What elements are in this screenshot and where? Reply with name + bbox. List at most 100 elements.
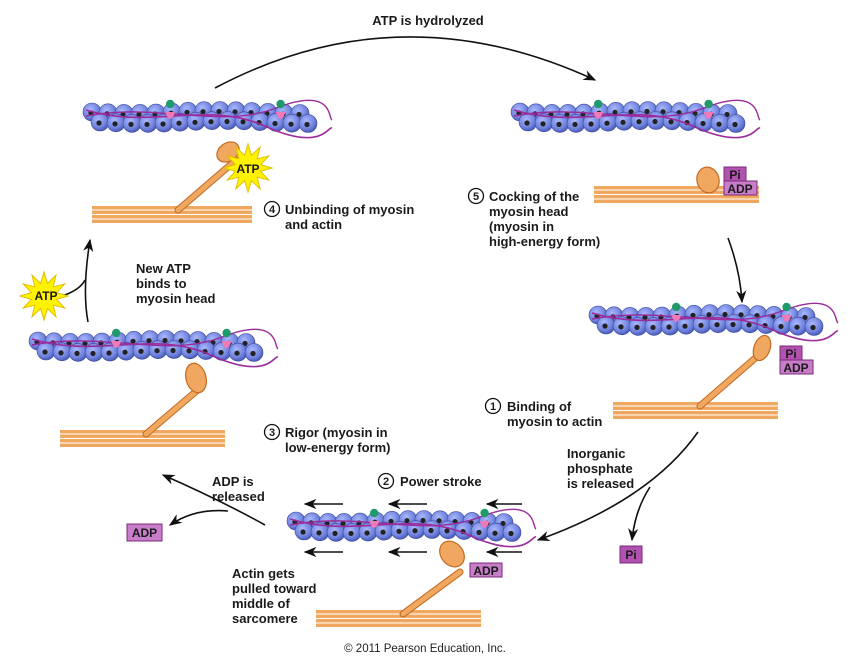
actin-filament-step4 [82,99,333,139]
thick-filament-strand [613,411,778,415]
arrow-pi-release [628,486,651,542]
thick-filament-strand [594,186,759,190]
svg-text:binds to: binds to [136,276,187,291]
actin-site [738,312,744,318]
svg-text:2: 2 [383,476,389,488]
svg-text:Cocking of the: Cocking of the [489,189,579,204]
actin-site [162,337,168,344]
svg-text:Actin gets: Actin gets [232,566,295,581]
actin-site [564,111,570,118]
step-2-label: 2 Power stroke [377,472,482,490]
thick-filament-strand [316,619,481,623]
actin-site [128,121,134,127]
actin-site [540,121,546,127]
svg-text:Unbinding of myosin: Unbinding of myosin [285,202,414,217]
actin-site [666,324,672,330]
actin-site [668,119,674,125]
actin-site [706,312,712,318]
pi-label: Pi [625,548,636,562]
atp-hydrolyzed-label: ATP is hydrolyzed [372,13,484,28]
actin-site [634,324,640,330]
svg-text:New ATP: New ATP [136,261,191,276]
actin-site [572,121,578,128]
actin-site [436,518,442,524]
tropomyosin-strand [289,518,537,548]
thick-filament-strand [60,430,225,434]
arrow-new-atp [61,279,86,297]
actin-site [364,530,370,536]
adp-label: ADP [473,564,498,578]
adp-label: ADP [132,526,157,540]
actin-pulled-label: Actin gets pulled toward middle of sarco… [232,566,317,626]
svg-text:is released: is released [567,476,634,491]
actin-site [612,109,618,115]
svg-text:Rigor (myosin in: Rigor (myosin in [285,425,388,440]
arrow-step3-to-step4 [83,238,94,323]
actin-site [250,350,256,357]
actin-site [296,111,302,118]
tropomyosin-strand [31,328,279,350]
actin-site [186,348,192,354]
atp-star-step4: ATP [222,142,274,194]
troponin-green-icon [480,508,489,518]
actin-site [778,323,784,330]
thick-filament-strand [613,406,778,410]
actin-site [810,324,816,331]
atp-label: ATP [34,289,57,303]
myosin-neck [400,569,463,617]
actin-site [144,121,150,128]
troponin-icon [275,112,286,119]
actin-site [154,348,160,354]
actin-site [348,530,354,537]
tropomyosin-strand [31,338,279,368]
troponin-green-icon [222,328,231,338]
myosin-neck [697,351,763,409]
actin-site [234,350,240,356]
arrow-step2-to-step3 [161,474,266,526]
atp-label: ATP [236,162,259,176]
actin-site [176,120,182,126]
actin-site [428,527,434,534]
actin-site [146,338,152,344]
troponin-icon [369,521,380,528]
svg-text:myosin to actin: myosin to actin [507,414,602,429]
actin-site [714,322,720,328]
actin-site [42,349,48,355]
actin-site [660,109,666,115]
actin-site [136,111,142,118]
actin-site [556,121,562,127]
actin-site [690,312,696,318]
arrow-atp-hydrolyzed [214,36,597,89]
arrow-step5-to-step1 [727,237,747,304]
troponin-green-icon [672,302,681,312]
troponin-green-icon [276,99,285,109]
actin-site [476,529,482,536]
thick-filament-strand [60,443,225,447]
thick-filament-step5 [594,166,759,203]
pi-adp-badge-step1: Pi ADP [779,345,814,375]
actin-site [388,518,394,524]
svg-text:phosphate: phosphate [567,461,633,476]
actin-site [396,528,402,534]
atp-star-new: ATP [18,270,70,322]
actin-site [588,121,594,127]
step-5-label: 5 Cocking of the myosin head (myosin in … [467,187,600,249]
actin-site [96,120,102,126]
myosin-head-icon [752,334,772,362]
troponin-green-icon [594,99,603,109]
svg-text:high-energy form): high-energy form) [489,234,600,249]
actin-site [58,350,64,356]
tropomyosin-strand [591,312,839,342]
svg-text:pulled toward: pulled toward [232,581,317,596]
myosin-neck [143,385,203,437]
adp-released-badge: ADP [126,523,163,542]
actin-site [802,314,808,321]
actin-site [628,109,634,115]
adp-badge-step2: ADP [469,562,503,578]
thick-filament-strand [316,614,481,618]
actin-site [138,348,144,354]
thick-filament-strand [316,623,481,627]
svg-text:and actin: and actin [285,217,342,232]
actin-site [170,347,176,354]
pi-label: Pi [785,347,796,361]
